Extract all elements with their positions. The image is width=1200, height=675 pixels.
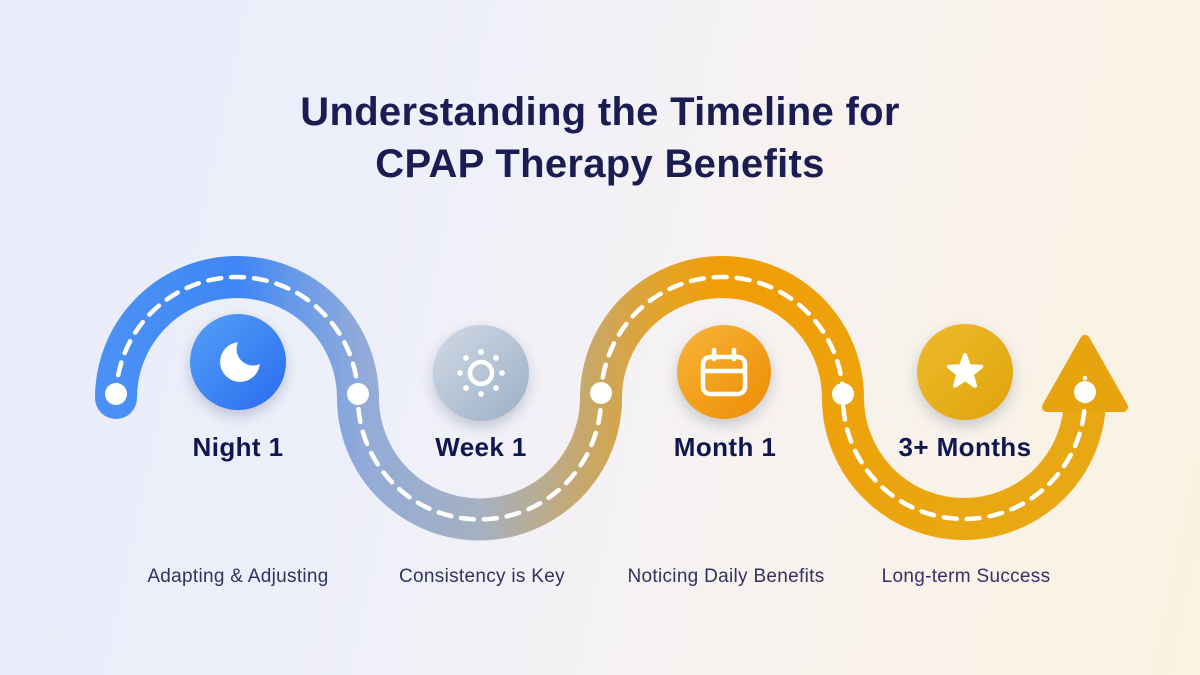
milestone-caption-night1: Adapting & Adjusting — [147, 566, 329, 587]
milestone-caption-month1: Noticing Daily Benefits — [627, 566, 825, 587]
milestone-circle-week1 — [433, 325, 529, 421]
milestone-caption-week1: Consistency is Key — [399, 566, 565, 587]
milestone-caption-3months: Long-term Success — [881, 566, 1051, 587]
page-title: Understanding the Timeline for CPAP Ther… — [0, 86, 1200, 190]
waypoint-dot — [590, 382, 612, 404]
waypoint-dot — [832, 383, 854, 405]
waypoint-dot — [347, 383, 369, 405]
waypoint-dot — [1074, 381, 1096, 403]
title-line-2: CPAP Therapy Benefits — [375, 142, 825, 186]
waypoint-dot — [105, 383, 127, 405]
title-line-1: Understanding the Timeline for — [300, 90, 900, 134]
sun-icon — [457, 349, 505, 397]
star-icon — [946, 353, 984, 388]
calendar-icon — [700, 347, 748, 397]
waypoint-dots — [105, 381, 1096, 405]
milestone-label-month1: Month 1 — [673, 432, 777, 462]
milestone-label-3months: 3+ Months — [898, 432, 1032, 462]
arrow-head-icon — [1042, 335, 1128, 412]
milestone-label-week1: Week 1 — [435, 432, 527, 462]
milestone-label-night1: Night 1 — [192, 432, 284, 462]
moon-icon — [220, 342, 260, 382]
